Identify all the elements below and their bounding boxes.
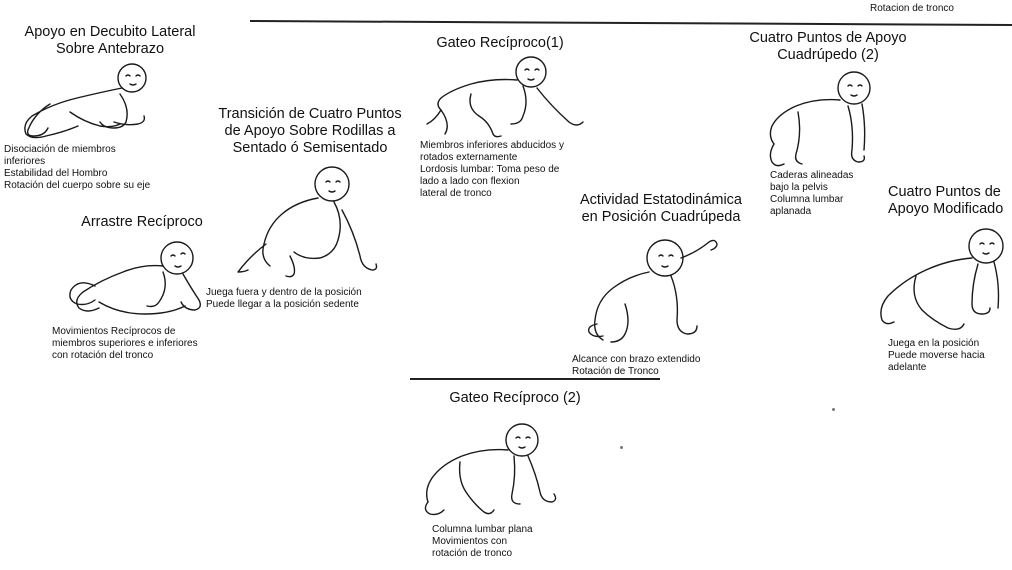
decubito-note-4: Rotación del cuerpo sobre su eje bbox=[4, 180, 150, 192]
cuadrupedo-note-4: aplanada bbox=[770, 206, 853, 218]
gateo2-rule bbox=[410, 378, 660, 380]
transicion-title: Transición de Cuatro Puntos de Apoyo Sob… bbox=[210, 106, 410, 157]
actividad-title-line-2: en Posición Cuadrúpeda bbox=[582, 209, 741, 225]
decubito-note-2: inferiores bbox=[4, 156, 150, 168]
arrastre-notes: Movimientos Recíprocos de miembros super… bbox=[52, 326, 198, 362]
decubito-title-line-1: Apoyo en Decubito Lateral bbox=[25, 24, 196, 40]
scan-speck bbox=[620, 446, 623, 449]
actividad-title: Actividad Estatodinámica en Posición Cua… bbox=[566, 192, 756, 226]
gateo2-note-3: rotación de tronco bbox=[432, 548, 533, 560]
arrastre-note-2: miembros superiores e inferiores bbox=[52, 338, 198, 350]
transicion-note-1: Juega fuera y dentro de la posición bbox=[206, 287, 362, 299]
gateo1-note-1: Miembros inferiores abducidos y bbox=[420, 140, 564, 152]
cuadrupedo-title: Cuatro Puntos de Apoyo Cuadrúpedo (2) bbox=[728, 30, 928, 64]
transicion-title-line-3: Sentado ó Semisentado bbox=[233, 140, 388, 156]
gateo1-title-line-1: Gateo Recíproco(1) bbox=[436, 35, 563, 51]
decubito-title-line-2: Sobre Antebrazo bbox=[56, 41, 164, 57]
baby-crawling-prone-illustration bbox=[65, 236, 210, 326]
cuadrupedo-title-line-2: Cuadrúpedo (2) bbox=[777, 47, 879, 63]
modificado-title: Cuatro Puntos de Apoyo Modificado bbox=[888, 184, 1012, 218]
gateo2-note-1: Columna lumbar plana bbox=[432, 524, 533, 536]
modificado-title-line-2: Apoyo Modificado bbox=[888, 201, 1003, 217]
arrastre-note-1: Movimientos Recíprocos de bbox=[52, 326, 198, 338]
actividad-title-line-1: Actividad Estatodinámica bbox=[580, 192, 742, 208]
baby-reciprocal-crawl-1-illustration bbox=[425, 54, 590, 139]
baby-quadruped-illustration bbox=[762, 66, 892, 171]
cuadrupedo-title-line-1: Cuatro Puntos de Apoyo bbox=[749, 30, 906, 46]
modificado-title-line-1: Cuatro Puntos de bbox=[888, 184, 1001, 200]
modificado-note-2: Puede moverse hacia bbox=[888, 350, 985, 362]
modificado-note-1: Juega en la posición bbox=[888, 338, 985, 350]
top-rule bbox=[250, 20, 1012, 26]
decubito-note-3: Estabilidad del Hombro bbox=[4, 168, 150, 180]
cuadrupedo-note-3: Columna lumbar bbox=[770, 194, 853, 206]
transicion-note-2: Puede llegar a la posición sedente bbox=[206, 299, 362, 311]
actividad-note-1: Alcance con brazo extendido bbox=[572, 354, 700, 366]
arrastre-note-3: con rotación del tronco bbox=[52, 350, 198, 362]
transicion-notes: Juega fuera y dentro de la posición Pued… bbox=[206, 287, 362, 311]
gateo1-title: Gateo Recíproco(1) bbox=[420, 35, 580, 52]
actividad-notes: Alcance con brazo extendido Rotación de … bbox=[572, 354, 700, 378]
transicion-title-line-1: Transición de Cuatro Puntos bbox=[218, 106, 401, 122]
gateo2-title-line-1: Gateo Recíproco (2) bbox=[449, 390, 580, 406]
cuadrupedo-notes: Caderas alineadas bajo la pelvis Columna… bbox=[770, 170, 853, 218]
decubito-title: Apoyo en Decubito Lateral Sobre Antebraz… bbox=[10, 24, 210, 58]
actividad-note-2: Rotación de Tronco bbox=[572, 366, 700, 378]
gateo1-note-2: rotados externamente bbox=[420, 152, 564, 164]
cuadrupedo-note-2: bajo la pelvis bbox=[770, 182, 853, 194]
scan-speck bbox=[832, 408, 835, 411]
arrastre-title-line-1: Arrastre Recíproco bbox=[81, 214, 203, 230]
top-corner-note: Rotacion de tronco bbox=[870, 3, 954, 15]
gateo2-title: Gateo Recíproco (2) bbox=[430, 390, 600, 407]
gateo1-note-4: lado a lado con flexion bbox=[420, 176, 564, 188]
gateo2-notes: Columna lumbar plana Movimientos con rot… bbox=[432, 524, 533, 560]
gateo1-notes: Miembros inferiores abducidos y rotados … bbox=[420, 140, 564, 200]
baby-reciprocal-crawl-2-illustration bbox=[418, 420, 563, 520]
modificado-note-3: adelante bbox=[888, 362, 985, 374]
baby-modified-quadruped-illustration bbox=[872, 220, 1012, 340]
baby-side-lying-illustration bbox=[10, 60, 160, 145]
arrastre-title: Arrastre Recíproco bbox=[62, 214, 222, 231]
transicion-title-line-2: de Apoyo Sobre Rodillas a bbox=[225, 123, 396, 139]
cuadrupedo-note-1: Caderas alineadas bbox=[770, 170, 853, 182]
baby-reaching-quadruped-illustration bbox=[585, 236, 725, 351]
gateo2-note-2: Movimientos con bbox=[432, 536, 533, 548]
gateo1-note-3: Lordosis lumbar: Toma peso de bbox=[420, 164, 564, 176]
decubito-note-1: Disociación de miembros bbox=[4, 144, 150, 156]
gateo1-note-5: lateral de tronco bbox=[420, 188, 564, 200]
decubito-notes: Disociación de miembros inferiores Estab… bbox=[4, 144, 150, 192]
baby-transition-to-sitting-illustration bbox=[230, 160, 380, 280]
modificado-notes: Juega en la posición Puede moverse hacia… bbox=[888, 338, 985, 374]
